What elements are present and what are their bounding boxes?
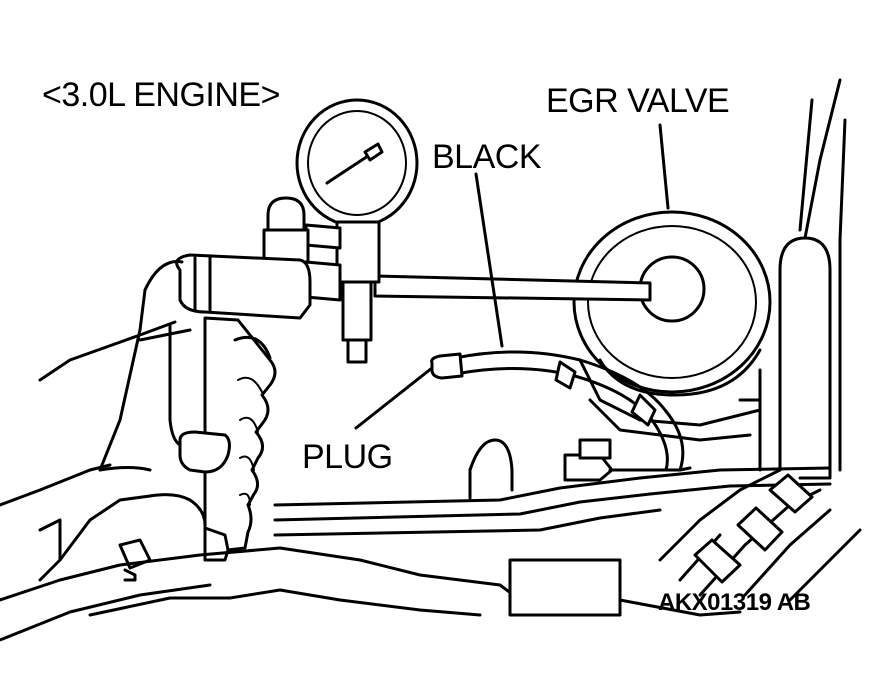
engine-label: <3.0L ENGINE> (42, 76, 280, 114)
vacuum-line (373, 274, 652, 302)
figure-code-label: AKX01319 AB (658, 589, 811, 616)
leader-lines (354, 123, 670, 430)
hand-vacuum-pump (175, 196, 312, 562)
technician-hand (0, 260, 231, 582)
vacuum-gauge (295, 98, 419, 364)
egr-valve-label: EGR VALVE (546, 82, 730, 120)
egr-valve-leader (658, 123, 670, 210)
plug-cap (430, 352, 464, 380)
engine-manifold (0, 438, 832, 642)
wire-harness (658, 466, 862, 602)
egr-valve (572, 210, 772, 442)
black-leader (474, 172, 504, 348)
engine-right-side (738, 78, 847, 472)
plug-label: PLUG (302, 438, 393, 476)
black-label: BLACK (432, 138, 542, 176)
plug-leader (354, 366, 434, 430)
black-hose (430, 350, 685, 472)
